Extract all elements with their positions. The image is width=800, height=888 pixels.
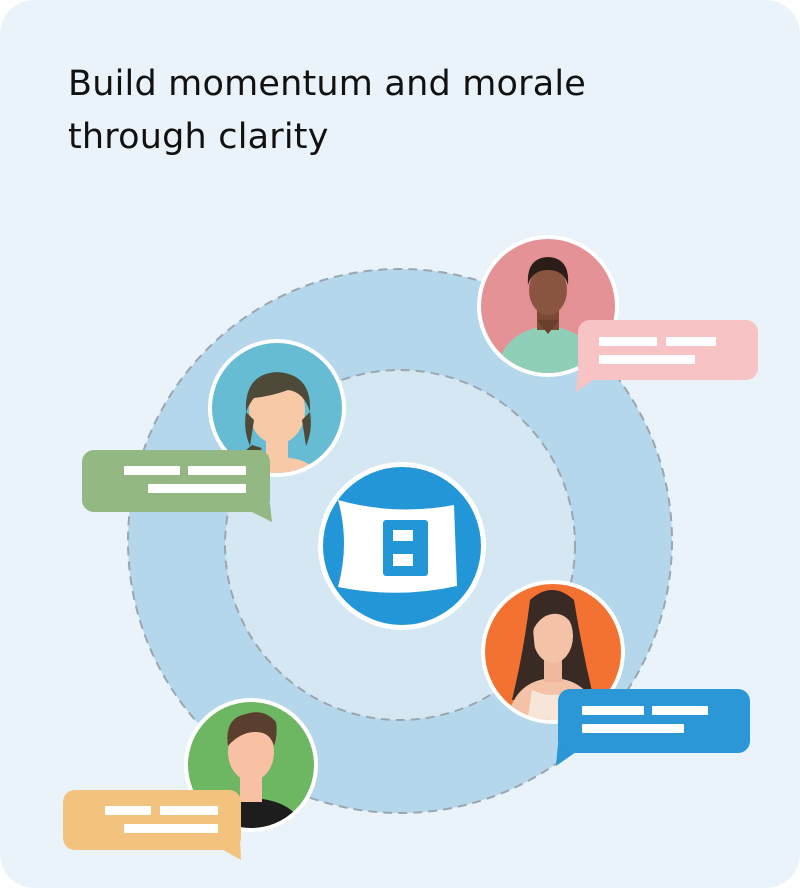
blue-chat-bubble-icon (556, 689, 750, 766)
woman-ponytail-avatar-icon (208, 339, 346, 477)
woman-long-hair-avatar-icon (481, 580, 625, 724)
letter-b-flag-logo-icon (318, 462, 486, 630)
pink-chat-bubble-icon (576, 320, 758, 392)
green-chat-bubble-icon (82, 450, 272, 522)
headline-line-1: Build momentum and morale (68, 64, 587, 104)
headline-line-2: through clarity (68, 117, 329, 157)
orange-chat-bubble-icon (63, 790, 241, 860)
card-headline: Build momentum and morale through clarit… (68, 58, 708, 164)
